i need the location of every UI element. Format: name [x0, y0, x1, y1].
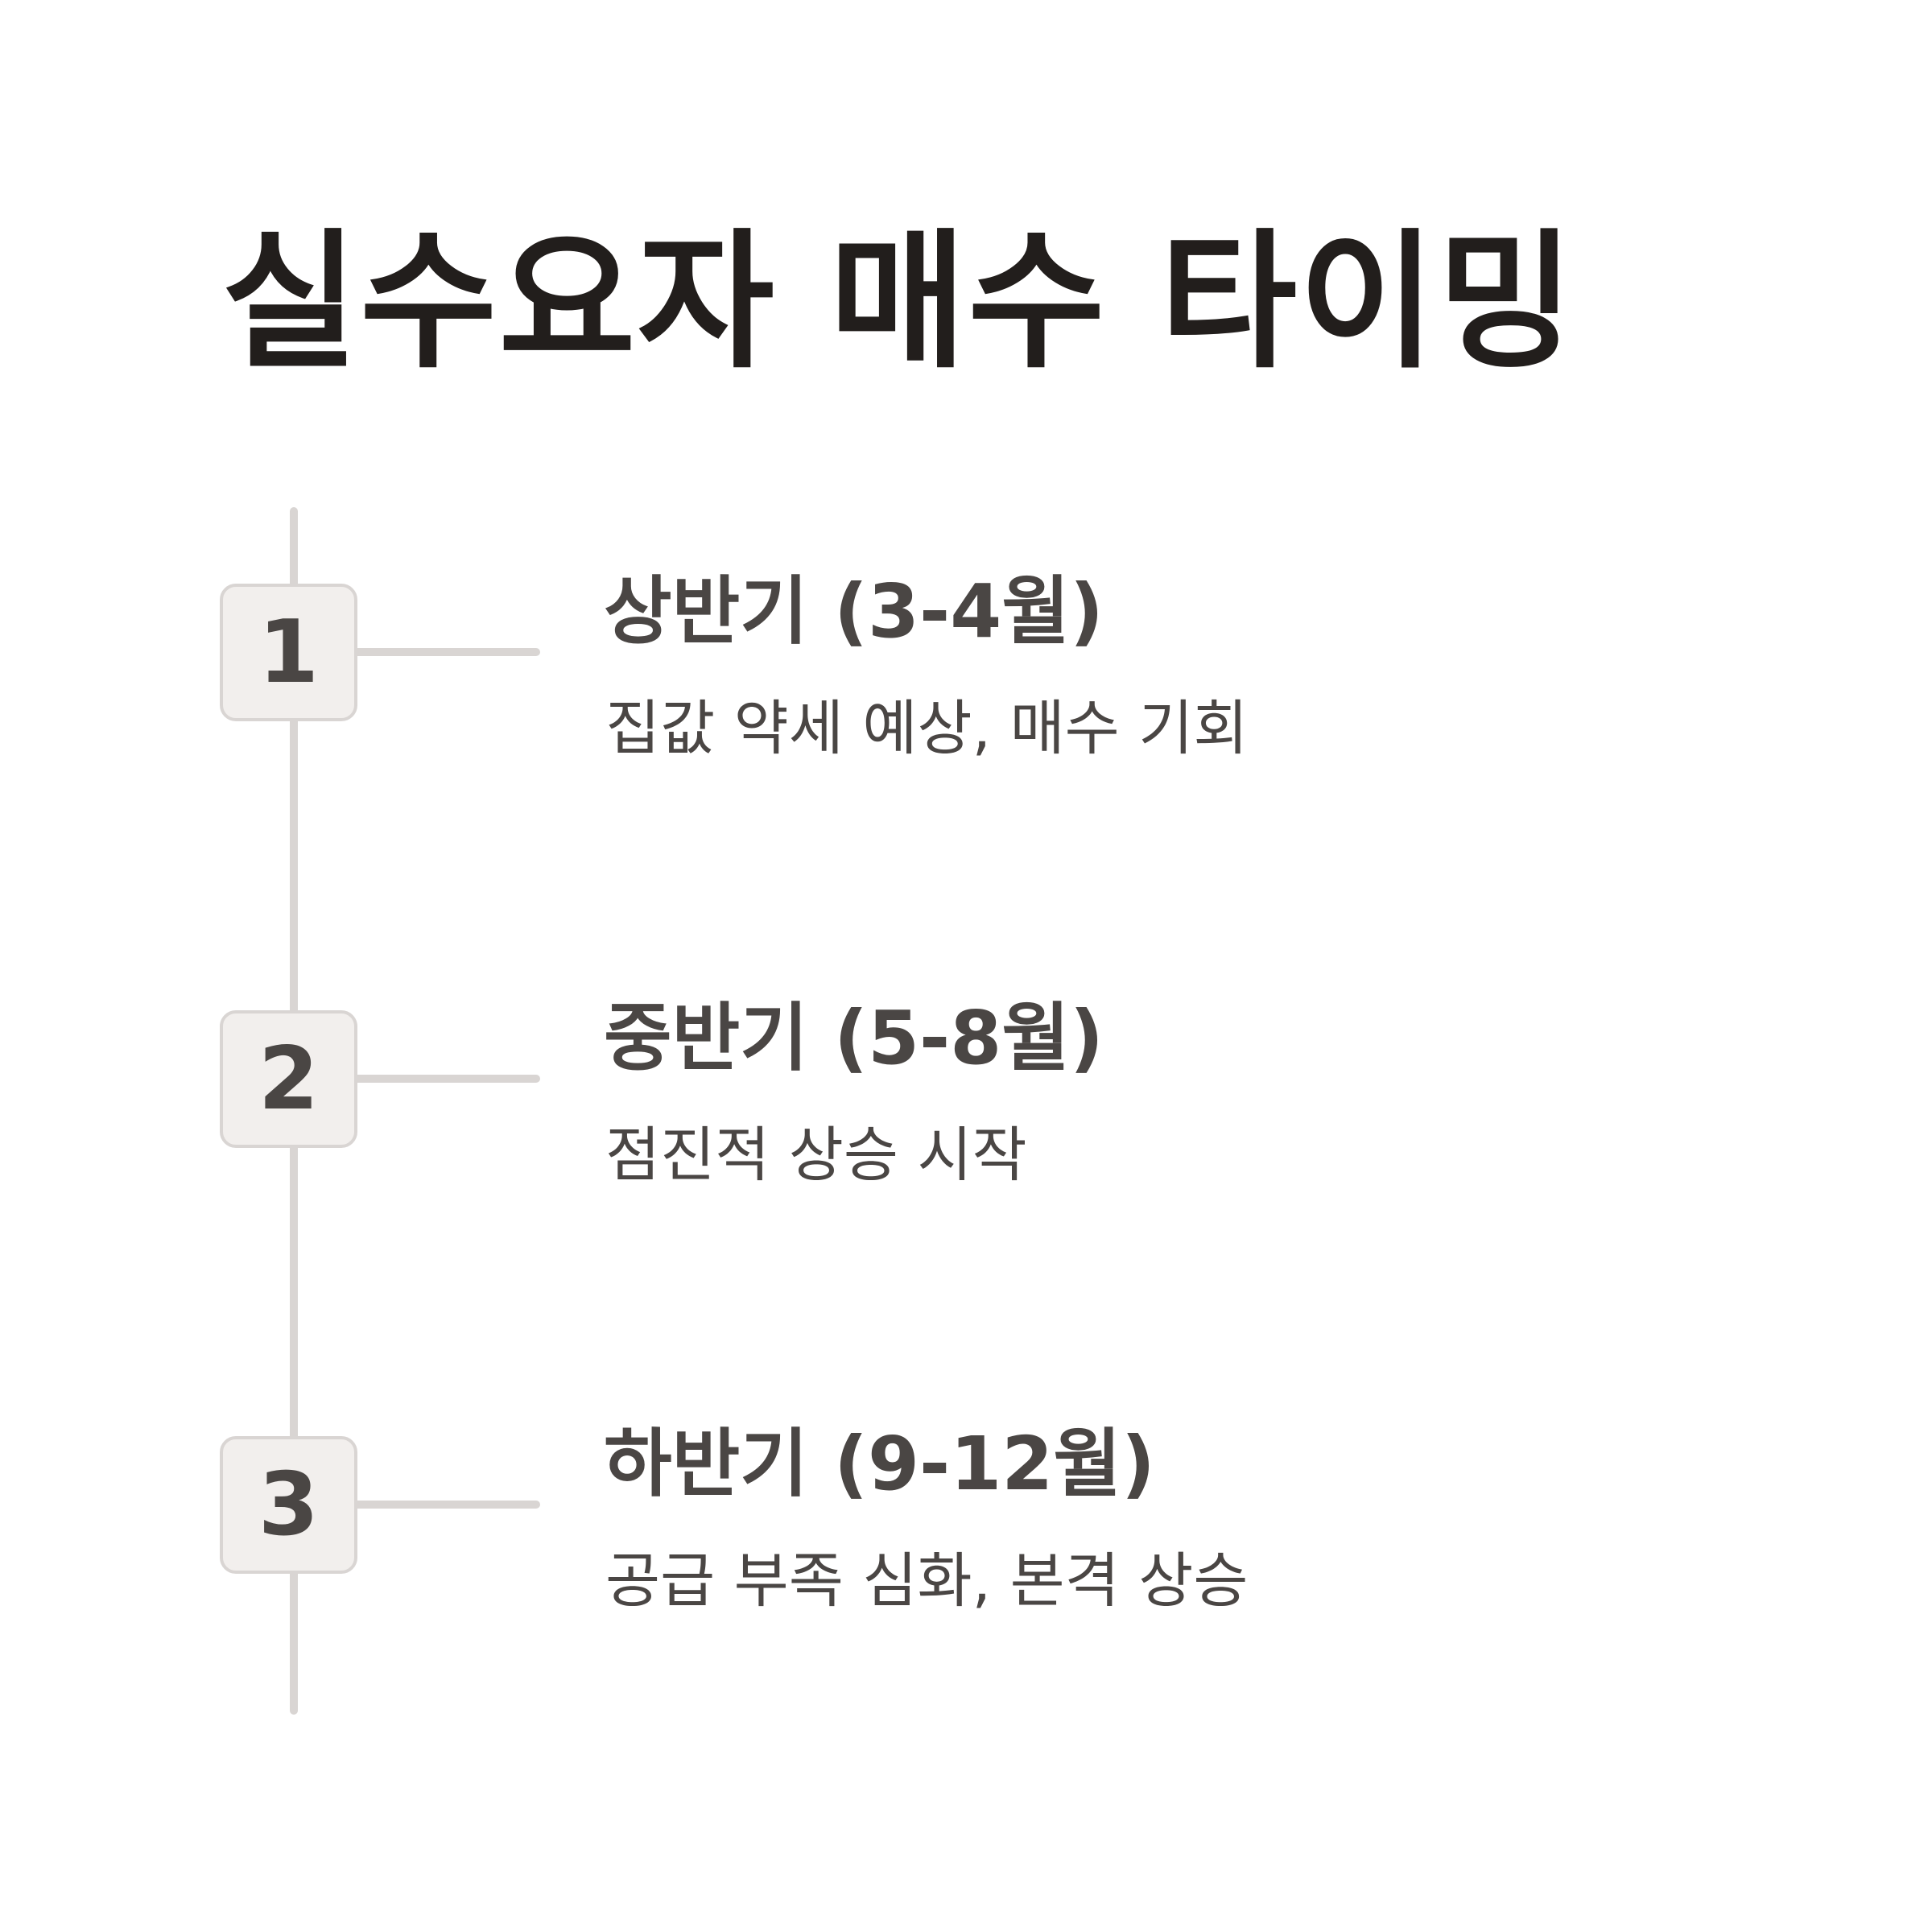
- step-number: 2: [258, 1029, 320, 1129]
- timeline-step-1: 1 상반기 (3-4월) 집값 약세 예상, 매수 기회: [0, 568, 1932, 825]
- timeline-step-3: 3 하반기 (9-12월) 공급 부족 심화, 본격 상승: [0, 1421, 1932, 1678]
- page-title: 실수요자 매수 타이밍: [221, 215, 1576, 389]
- step-heading: 상반기 (3-4월): [604, 568, 1104, 654]
- step-number-box: 2: [220, 1010, 357, 1148]
- step-heading: 중반기 (5-8월): [604, 995, 1104, 1081]
- step-number-box: 1: [220, 584, 357, 721]
- step-description: 집값 약세 예상, 매수 기회: [605, 694, 1249, 763]
- step-number: 1: [258, 602, 320, 703]
- step-connector-line: [357, 1075, 540, 1083]
- step-description: 점진적 상승 시작: [605, 1121, 1027, 1190]
- timeline-step-2: 2 중반기 (5-8월) 점진적 상승 시작: [0, 995, 1932, 1252]
- step-connector-line: [357, 1501, 540, 1509]
- step-description: 공급 부족 심화, 본격 상승: [605, 1546, 1249, 1616]
- step-connector-line: [357, 648, 540, 656]
- step-number: 3: [258, 1455, 320, 1555]
- step-heading: 하반기 (9-12월): [604, 1421, 1155, 1507]
- step-number-box: 3: [220, 1436, 357, 1574]
